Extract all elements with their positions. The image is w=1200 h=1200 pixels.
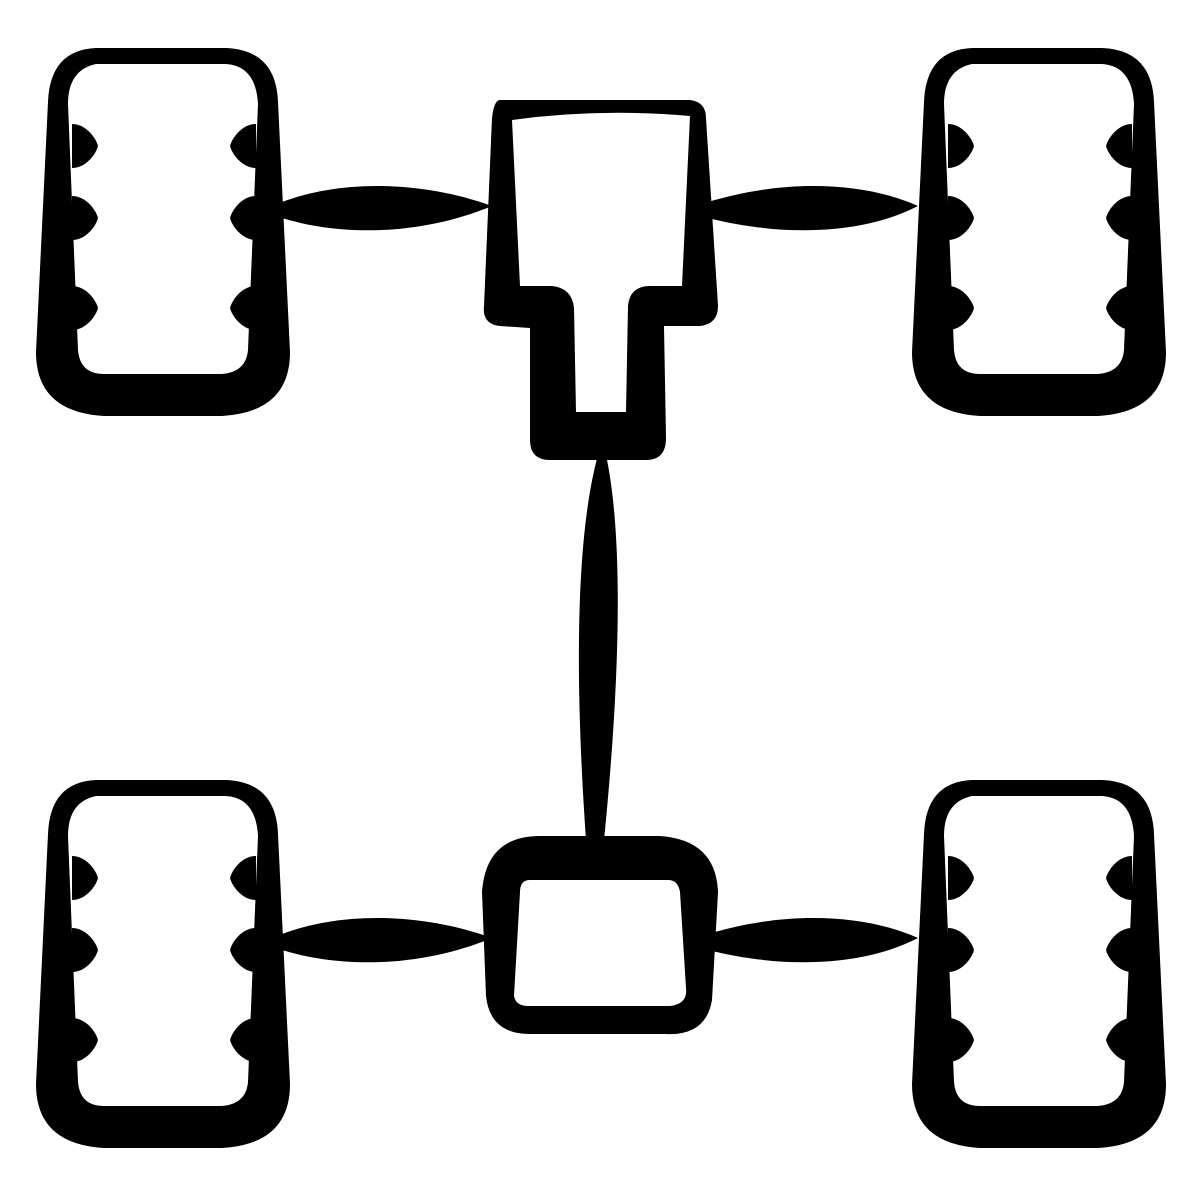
transmission-icon [483, 100, 718, 460]
differential-icon [482, 836, 718, 1035]
rear-left-wheel-icon [36, 780, 290, 1148]
rear-right-wheel-icon [912, 780, 1166, 1148]
drive-shaft-icon [578, 455, 618, 840]
rear-left-axle-icon [282, 917, 492, 963]
axles [282, 185, 918, 963]
rear-right-axle-icon [708, 917, 918, 963]
front-left-axle-icon [282, 185, 492, 231]
front-right-wheel-icon [912, 48, 1166, 416]
front-right-axle-icon [708, 185, 918, 231]
front-left-wheel-icon [36, 48, 290, 416]
